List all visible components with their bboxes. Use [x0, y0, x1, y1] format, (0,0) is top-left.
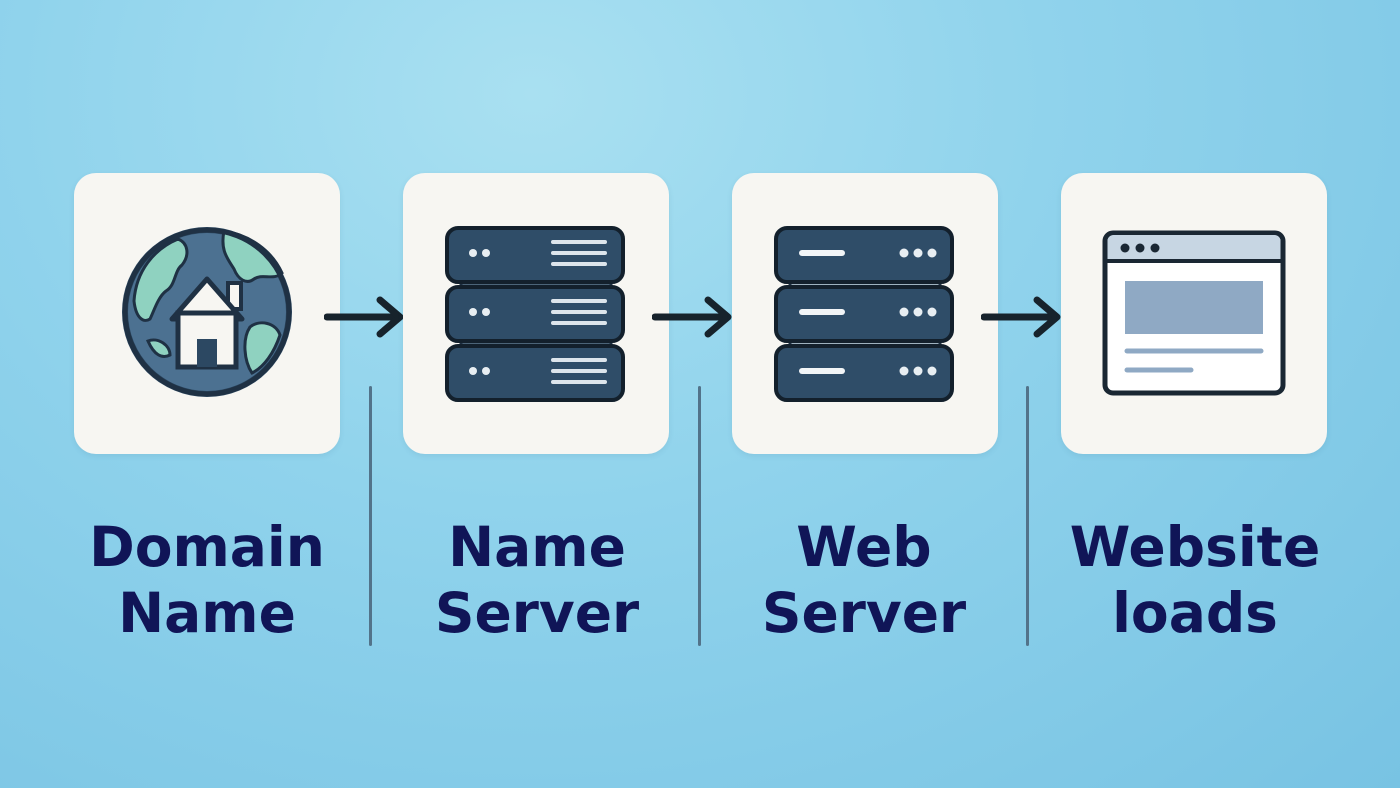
name-server-card	[403, 173, 669, 454]
label-line: Server	[761, 581, 967, 645]
divider	[369, 386, 372, 646]
globe-house-icon	[122, 227, 292, 397]
label-line: Server	[434, 581, 640, 645]
label-line: Website	[1069, 515, 1321, 579]
right-arrow-icon	[980, 294, 1067, 340]
divider	[1026, 386, 1029, 646]
web-server-card	[732, 173, 998, 454]
server-rack-icon	[445, 226, 625, 402]
domain-name-card	[74, 173, 340, 454]
browser-window-icon	[1102, 230, 1286, 396]
web-server-label: Web Server	[714, 514, 1014, 646]
domain-name-label: Domain Name	[57, 514, 357, 646]
label-line: loads	[1112, 581, 1278, 645]
divider	[698, 386, 701, 646]
server-rack-icon	[774, 226, 954, 402]
website-loads-label: Website loads	[1045, 514, 1345, 646]
label-line: Name	[448, 515, 626, 579]
right-arrow-icon	[651, 294, 738, 340]
website-loads-card	[1061, 173, 1327, 454]
label-line: Name	[118, 581, 296, 645]
label-line: Web	[796, 515, 932, 579]
name-server-label: Name Server	[387, 514, 687, 646]
right-arrow-icon	[323, 294, 410, 340]
label-line: Domain	[89, 515, 325, 579]
